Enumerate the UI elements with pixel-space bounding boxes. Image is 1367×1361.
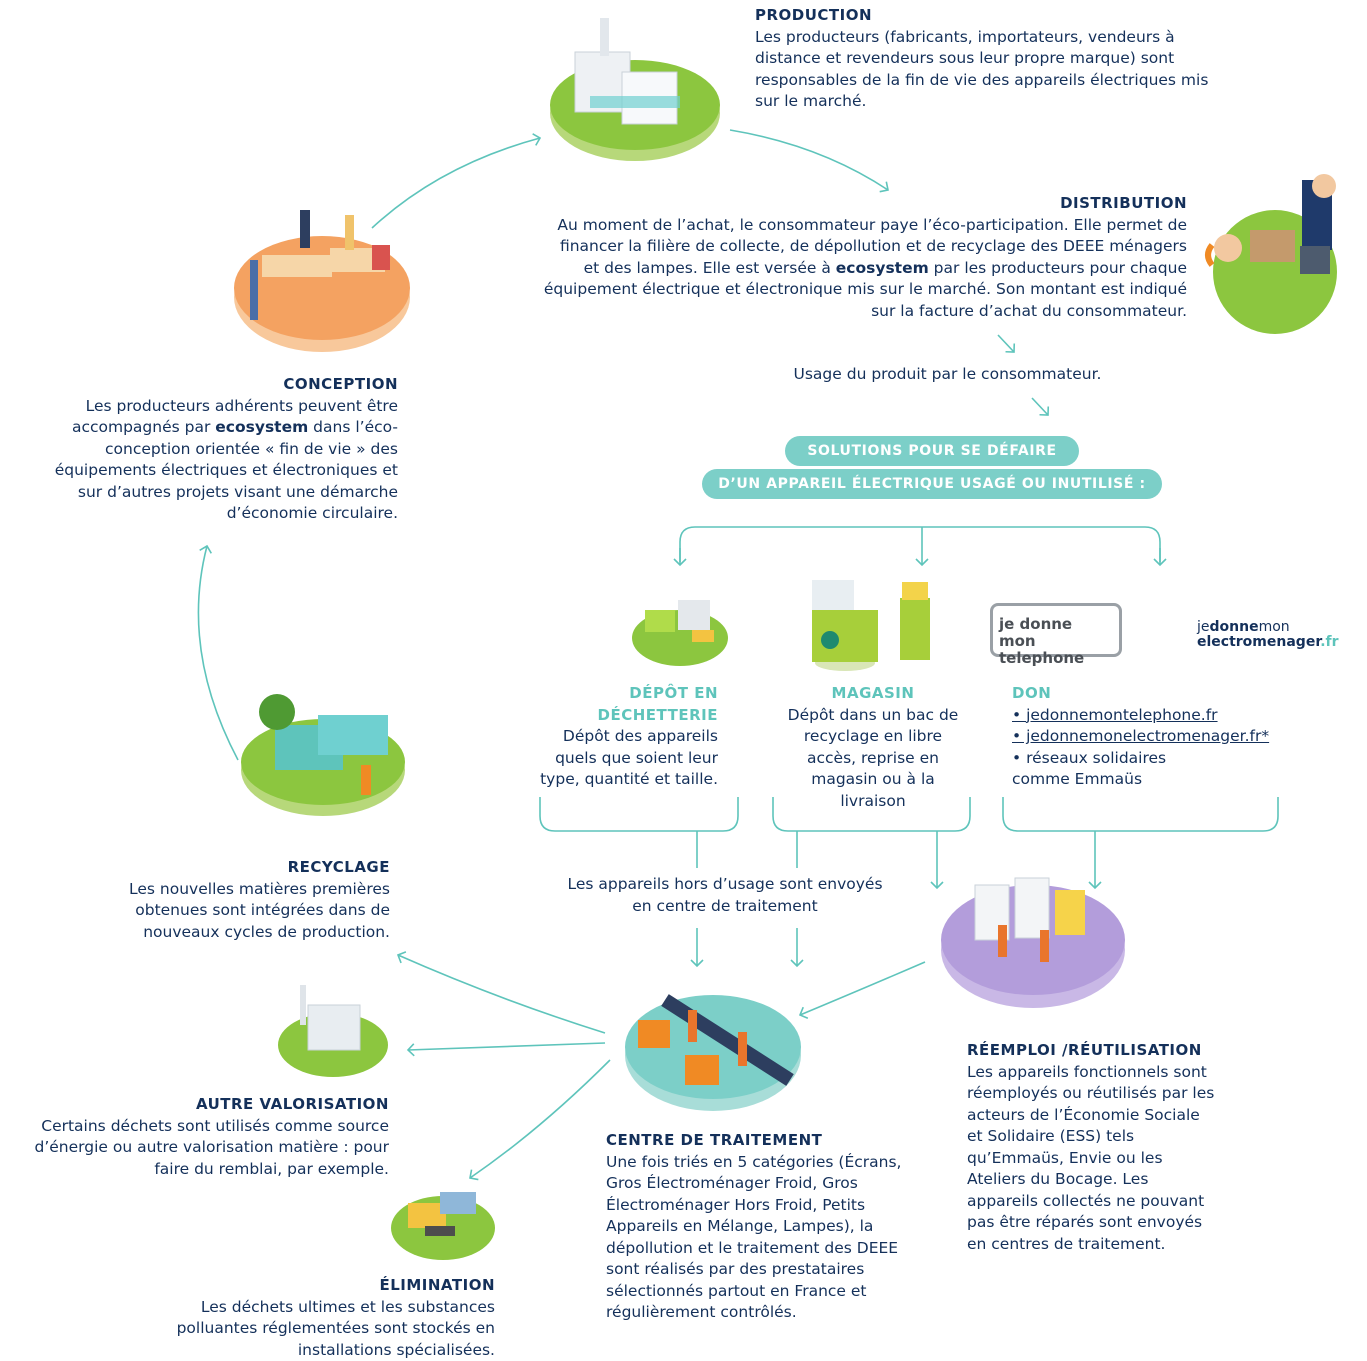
conception-text-1: Les producteurs adhérents peuvent être a… — [71, 396, 398, 437]
bracket-depot — [539, 797, 739, 832]
distribution-text-2: par les producteurs pour chaque équipeme… — [543, 258, 1187, 320]
bracket-magasin — [772, 797, 971, 832]
arrow-distribution-usage — [997, 334, 1016, 353]
jedonnemonelectromenager-logo[interactable]: jedonnemon electromenager.fr — [1197, 619, 1339, 650]
depot-block: DÉPÔT EN DÉCHETTERIE Dépôt des appareils… — [540, 683, 718, 791]
distribution-title: DISTRIBUTION — [1060, 194, 1187, 212]
bulldozer-icon — [391, 1192, 495, 1260]
don-link-electromenager[interactable]: • jedonnemonelectromenager.fr* — [1012, 727, 1270, 745]
hors-usage-text: Les appareils hors d’usage sont envoyés … — [560, 874, 890, 917]
don-link-telephone[interactable]: • jedonnemontelephone.fr — [1012, 705, 1218, 724]
don-title: DON — [1012, 684, 1052, 702]
recyclage-title: RECYCLAGE — [287, 858, 390, 876]
container-icon — [241, 694, 405, 816]
reemploi-block: RÉEMPLOI /RÉUTILISATION Les appareils fo… — [967, 1040, 1217, 1255]
sorting-line-icon — [625, 994, 801, 1111]
arrow-recyclage-conception — [197, 544, 239, 761]
production-block: PRODUCTION Les producteurs (fabricants, … — [755, 5, 1225, 113]
depot-title: DÉPÔT EN DÉCHETTERIE — [597, 684, 718, 724]
conception-text-2: dans l’éco-conception orientée « fin de … — [54, 418, 398, 522]
arrow-centre-recyclage — [396, 951, 606, 1034]
reemploi-title: RÉEMPLOI /RÉUTILISATION — [967, 1041, 1202, 1059]
bracket-don — [1002, 797, 1279, 832]
arrow-production-distribution — [729, 129, 889, 193]
conception-brand: ecosystem — [215, 418, 309, 436]
centre-block: CENTRE DE TRAITEMENT Une fois triés en 5… — [606, 1130, 906, 1324]
conception-block: CONCEPTION Les producteurs adhérents peu… — [38, 374, 398, 525]
branch-connector — [679, 526, 1161, 562]
magasin-text: Dépôt dans un bac de recyclage en libre … — [787, 705, 959, 810]
office-icon — [234, 210, 410, 352]
don-reseaux: • réseaux solidaires comme Emmaüs — [1012, 748, 1167, 789]
production-text: Les producteurs (fabricants, importateur… — [755, 27, 1209, 111]
magasin-block: MAGASIN Dépôt dans un bac de recyclage e… — [778, 683, 968, 812]
distribution-block: DISTRIBUTION Au moment de l’achat, le co… — [540, 193, 1187, 322]
autre-title: AUTRE VALORISATION — [195, 1095, 389, 1113]
autre-text: Certains déchets sont utilisés comme sou… — [34, 1116, 389, 1178]
conception-title: CONCEPTION — [283, 375, 398, 393]
magasin-title: MAGASIN — [831, 684, 915, 702]
usage-text: Usage du produit par le consommateur. — [793, 365, 1102, 383]
arrow-centre-autre — [406, 1042, 606, 1057]
recyclage-block: RECYCLAGE Les nouvelles matières premièr… — [90, 857, 390, 943]
recycling-bin-icon — [812, 580, 930, 671]
elimination-title: ÉLIMINATION — [379, 1276, 495, 1294]
arrow-reemploi-centre — [798, 961, 926, 1019]
truck-icon — [632, 600, 728, 666]
arrow-centre-elimination — [469, 1059, 611, 1181]
centre-text: Une fois triés en 5 catégories (Écrans, … — [606, 1152, 902, 1322]
elimination-block: ÉLIMINATION Les déchets ultimes et les s… — [165, 1275, 495, 1361]
solutions-pill-line1: SOLUTIONS POUR SE DÉFAIRE — [785, 436, 1079, 466]
treatment-plant-icon — [278, 985, 388, 1077]
arrow-conception-production — [371, 133, 542, 229]
depot-text: Dépôt des appareils quels que soient leu… — [540, 727, 718, 788]
production-title: PRODUCTION — [755, 6, 873, 24]
arrow-usage-solutions — [1031, 397, 1050, 416]
recyclage-text: Les nouvelles matières premières obtenue… — [129, 879, 390, 941]
autre-block: AUTRE VALORISATION Certains déchets sont… — [5, 1094, 389, 1180]
distribution-brand: ecosystem — [835, 258, 929, 277]
solutions-pill-line2: D’UN APPAREIL ÉLECTRIQUE USAGÉ OU INUTIL… — [702, 469, 1162, 499]
reemploi-text: Les appareils fonctionnels sont réemploy… — [967, 1062, 1215, 1253]
elimination-text: Les déchets ultimes et les substances po… — [176, 1297, 495, 1359]
shop-counter-icon — [1205, 174, 1337, 334]
factory-icon — [550, 18, 720, 161]
repair-workshop-icon — [941, 877, 1125, 1008]
centre-title: CENTRE DE TRAITEMENT — [606, 1131, 823, 1149]
don-block: DON • jedonnemontelephone.fr • jedonnemo… — [1012, 683, 1312, 791]
distribution-text-1: Au moment de l’achat, le consommateur pa… — [557, 215, 1187, 277]
